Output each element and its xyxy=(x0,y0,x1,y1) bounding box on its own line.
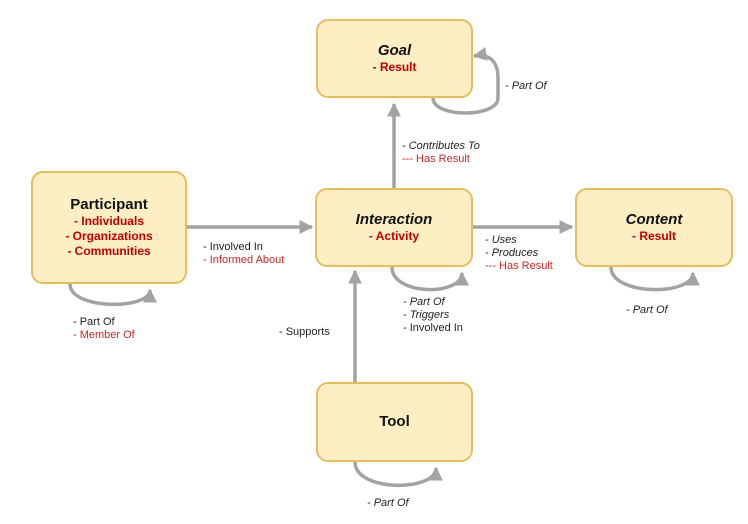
label-content-self: - Part Of xyxy=(626,304,668,317)
label-has-result-content: --- Has Result xyxy=(485,260,553,272)
label-interaction-content: - Uses - Produces --- Has Result xyxy=(485,234,553,273)
label-goal-part-of: - Part Of xyxy=(505,80,547,92)
label-informed-about: - Informed About xyxy=(203,254,285,266)
label-produces: - Produces xyxy=(485,247,539,259)
node-goal-sub-result: - Result xyxy=(372,60,417,74)
label-supports: - Supports xyxy=(279,326,330,338)
label-interaction-part-of: - Part Of xyxy=(403,296,445,308)
label-interaction-goal: - Contributes To --- Has Result xyxy=(402,140,480,166)
label-member-of: - Member Of xyxy=(73,329,135,341)
label-has-result-goal: --- Has Result xyxy=(402,153,470,165)
label-content-part-of: - Part Of xyxy=(626,304,668,316)
label-tool-interaction: - Supports xyxy=(279,326,330,339)
label-uses: - Uses xyxy=(485,234,517,246)
label-participant-self: - Part Of - Member Of xyxy=(73,316,135,342)
label-tool-part-of: - Part Of xyxy=(367,497,409,509)
node-participant: Participant - Individuals - Organization… xyxy=(31,171,187,284)
node-content-sub-result: - Result xyxy=(631,229,676,243)
label-interaction-involved-in: - Involved In xyxy=(403,322,463,334)
label-tool-self: - Part Of xyxy=(367,497,409,510)
node-participant-title: Participant xyxy=(70,196,148,213)
node-participant-sub-individuals: - Individuals xyxy=(73,214,144,228)
node-goal: Goal - Result xyxy=(316,19,473,98)
label-participant-interaction: - Involved In - Informed About xyxy=(203,241,284,267)
label-contributes-to: - Contributes To xyxy=(402,140,480,152)
edge-interaction-self-loop xyxy=(390,266,469,292)
node-participant-sub-communities: - Communities xyxy=(67,244,151,258)
node-interaction-title: Interaction xyxy=(355,211,433,228)
label-triggers: - Triggers xyxy=(403,309,450,321)
node-content: Content - Result xyxy=(575,188,733,267)
node-participant-sub-organizations: - Organizations xyxy=(65,229,153,243)
edge-tool-self-loop xyxy=(353,461,443,487)
edge-content-self-loop xyxy=(609,266,700,292)
node-goal-title: Goal xyxy=(377,42,412,59)
node-tool-title: Tool xyxy=(379,413,410,430)
node-content-title: Content xyxy=(625,211,683,228)
edge-goal-self-loop xyxy=(431,47,500,115)
node-interaction-sub-activity: - Activity xyxy=(368,229,420,243)
label-involved-in: - Involved In xyxy=(203,241,263,253)
edge-participant-self-loop xyxy=(68,283,157,306)
label-goal-self: - Part Of xyxy=(505,80,547,93)
node-tool: Tool xyxy=(316,382,473,462)
label-participant-part-of: - Part Of xyxy=(73,316,115,328)
label-interaction-self: - Part Of - Triggers - Involved In xyxy=(403,296,463,335)
node-interaction: Interaction - Activity xyxy=(315,188,473,267)
